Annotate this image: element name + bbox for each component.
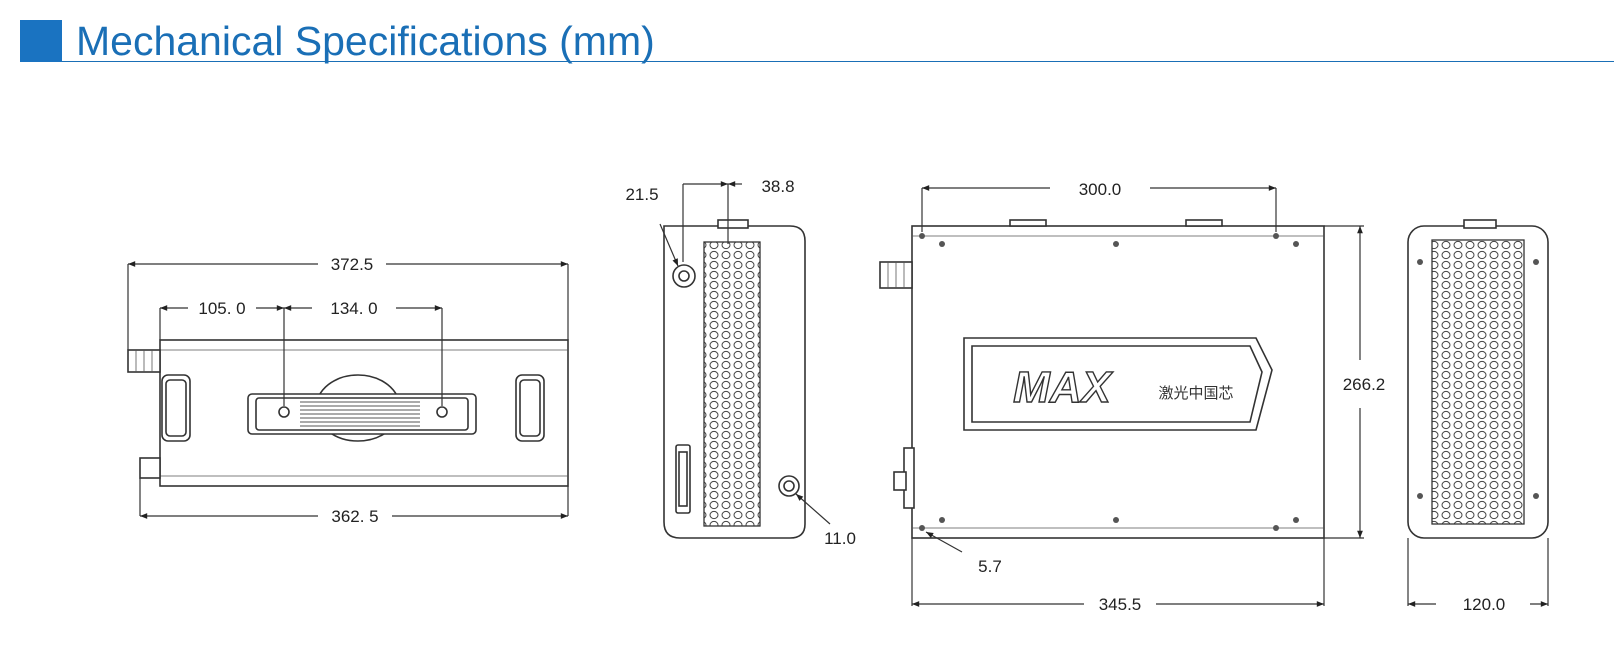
dim-corner-offset: 5.7 <box>978 557 1002 576</box>
dim-vent-offset: 38.8 <box>761 177 794 196</box>
dim-handle-offset: 105. 0 <box>198 299 245 318</box>
dim-connector-offset: 21.5 <box>625 185 658 204</box>
dim-base-length: 362. 5 <box>331 507 378 526</box>
side-vent-grille <box>703 241 761 527</box>
front-screws <box>919 233 1299 531</box>
header-rule <box>62 61 1614 62</box>
rear-view: 120.0 <box>1407 219 1549 614</box>
handle-screw-right <box>436 406 448 418</box>
rear-vent-grille <box>1431 239 1525 525</box>
dim-overall-length: 372.5 <box>331 255 374 274</box>
dim-depth: 120.0 <box>1463 595 1506 614</box>
logo-subtext: 激光中国芯 <box>1158 384 1233 402</box>
logo-text: MAX <box>1013 363 1113 412</box>
rear-screws <box>1417 259 1539 499</box>
front-view: MAX 激光中国芯 300.0 266.2 5.7 345.5 <box>879 180 1386 614</box>
page-title: Mechanical Specifications (mm) <box>76 18 655 64</box>
side-view: 38.8 21.5 11.0 <box>625 177 855 548</box>
dim-handle-spacing: 134. 0 <box>330 299 377 318</box>
section-header: Mechanical Specifications (mm) <box>20 10 1614 64</box>
dim-hole-spacing: 300.0 <box>1079 180 1122 199</box>
bottom-view: 372.5 105. 0 134. 0 362. 5 <box>127 255 569 526</box>
header-square-icon <box>20 20 62 62</box>
dim-port-diameter: 11.0 <box>824 529 856 548</box>
handle-screw-left <box>278 406 290 418</box>
dim-height: 266.2 <box>1343 375 1386 394</box>
dim-width: 345.5 <box>1099 595 1142 614</box>
